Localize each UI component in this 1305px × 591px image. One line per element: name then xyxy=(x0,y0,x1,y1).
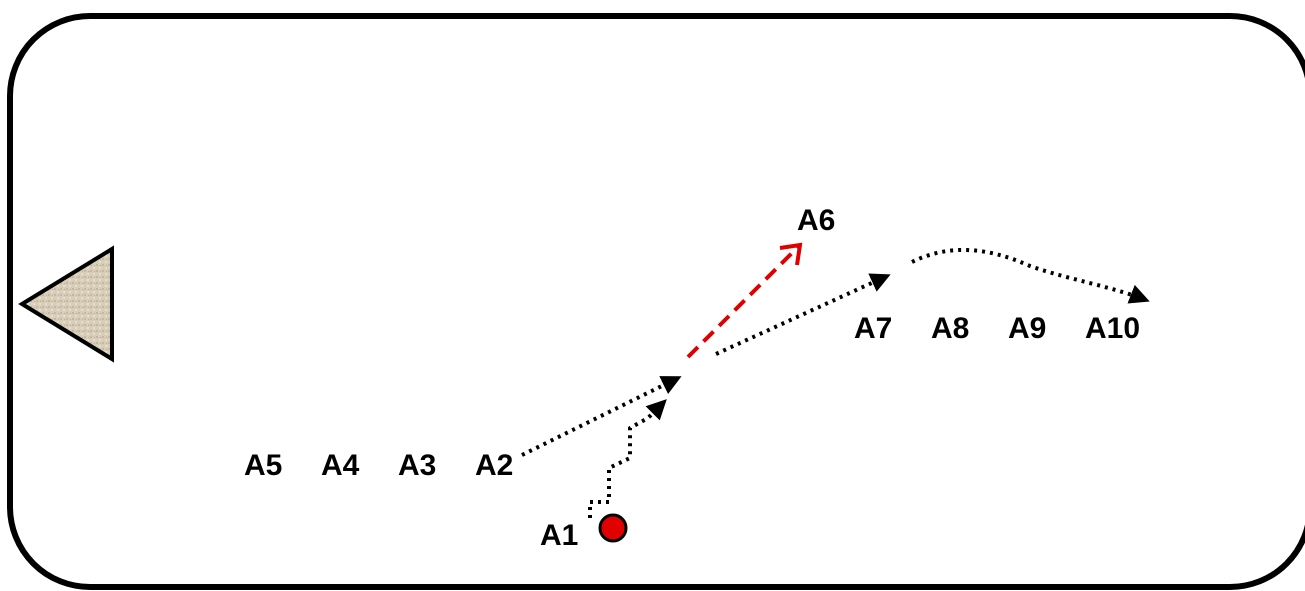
label-a10: A10 xyxy=(1085,312,1140,345)
field-frame xyxy=(7,13,1305,590)
label-a4: A4 xyxy=(321,449,360,482)
dribble-path-a1 xyxy=(588,399,667,518)
label-a2: A2 xyxy=(475,449,513,482)
run-path-a10 xyxy=(911,247,1150,304)
label-a6: A6 xyxy=(797,204,835,237)
triangle-goal-icon xyxy=(18,245,114,363)
label-a1: A1 xyxy=(540,519,578,552)
label-a5: A5 xyxy=(244,449,282,482)
run-path-a2 xyxy=(521,376,682,457)
label-a8: A8 xyxy=(931,312,969,345)
pass-arrow-a6 xyxy=(686,242,803,359)
label-a9: A9 xyxy=(1008,312,1046,345)
label-a3: A3 xyxy=(398,449,436,482)
label-a7: A7 xyxy=(854,312,892,345)
red-circle-icon xyxy=(598,513,628,543)
